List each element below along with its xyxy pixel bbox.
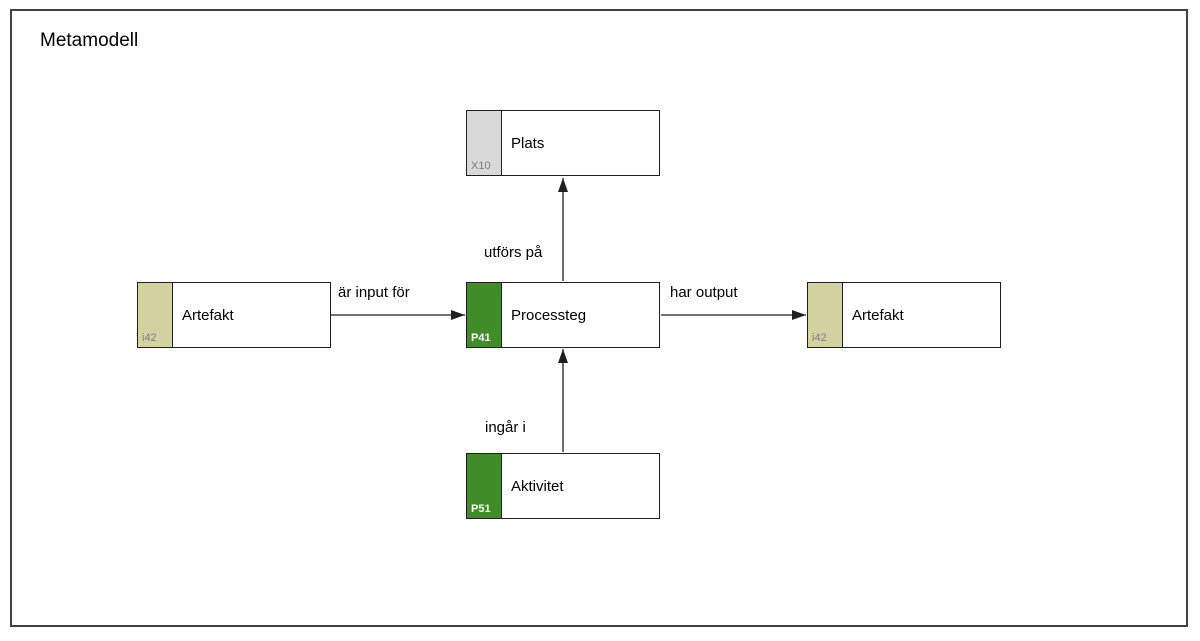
node-artefakt-left-code: i42 [142,332,157,344]
node-artefakt-left-label: Artefakt [182,306,234,324]
node-processteg-tab: P41 [467,283,502,347]
node-artefakt-left[interactable]: i42 Artefakt [137,282,331,348]
node-artefakt-right-label: Artefakt [852,306,904,324]
edge-label-har-output: har output [670,284,738,301]
node-aktivitet-tab: P51 [467,454,502,518]
node-artefakt-left-tab: i42 [138,283,173,347]
node-artefakt-right-tab: i42 [808,283,843,347]
node-aktivitet[interactable]: P51 Aktivitet [466,453,660,519]
node-aktivitet-code: P51 [471,503,491,515]
edge-label-ingar-i: ingår i [485,419,526,436]
node-artefakt-right[interactable]: i42 Artefakt [807,282,1001,348]
edge-label-ar-input-for: är input för [338,284,410,301]
node-processteg-label: Processteg [511,306,587,324]
node-plats-label: Plats [511,134,545,152]
node-plats-tab: X10 [467,111,502,175]
node-aktivitet-label: Aktivitet [511,477,564,495]
diagram-title: Metamodell [40,30,139,51]
node-plats[interactable]: X10 Plats [466,110,660,176]
edge-label-utfors-pa: utförs på [484,244,543,261]
node-processteg-code: P41 [471,332,491,344]
node-artefakt-right-code: i42 [812,332,827,344]
node-processteg[interactable]: P41 Processteg [466,282,660,348]
node-plats-code: X10 [471,160,491,172]
